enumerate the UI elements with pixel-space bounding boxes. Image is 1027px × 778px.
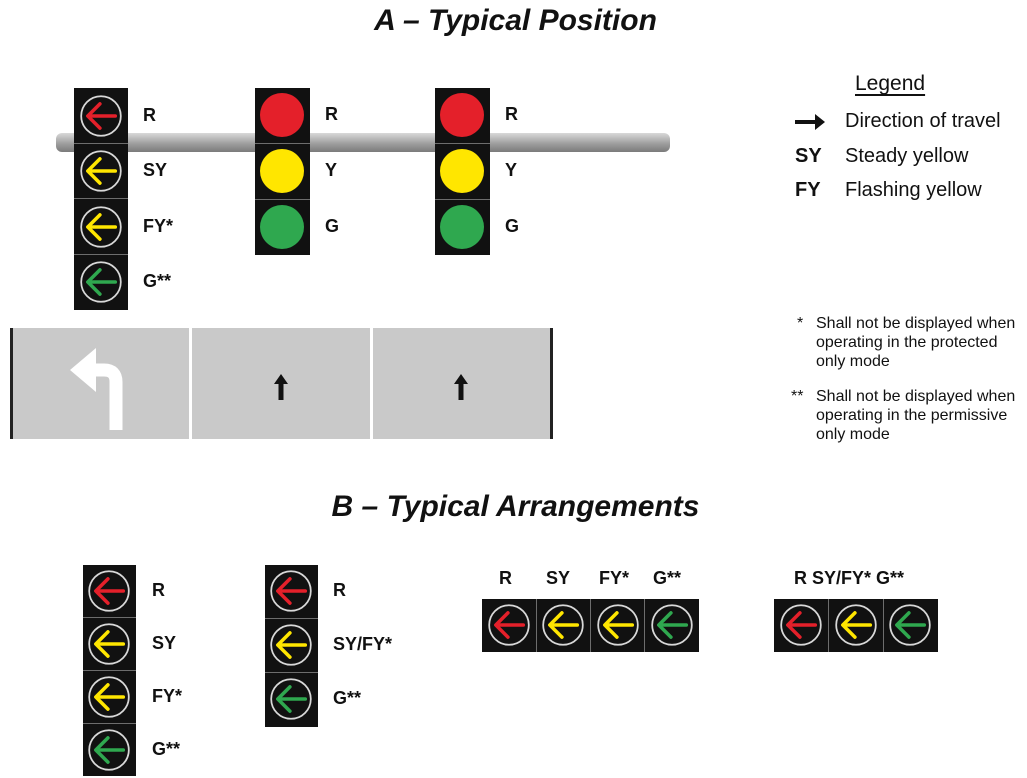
left-arrow-icon (889, 604, 931, 646)
legend-item-sy: SY Steady yellow (795, 145, 969, 167)
roadway (10, 328, 553, 439)
signal-label: G** (143, 270, 172, 291)
lens-divider (644, 599, 646, 652)
signal-lens-red (440, 93, 484, 137)
lens-divider (265, 672, 318, 673)
left-arrow-icon (488, 604, 530, 646)
left-arrow-icon (88, 623, 130, 665)
signal-label: SY (152, 633, 177, 653)
signal-label: G (505, 216, 520, 236)
signal-lens-green (440, 205, 484, 249)
lens-divider (74, 253, 128, 255)
left-arrow-icon (80, 95, 122, 137)
mast-arm-pole (56, 133, 670, 152)
legend-item-direction: Direction of travel (795, 110, 1001, 133)
lens-divider (435, 142, 490, 144)
signal-label: FY* (152, 686, 183, 706)
up-arrow-icon (274, 374, 288, 400)
signal-label: R (143, 105, 156, 125)
signal-label: SY/FY* (333, 634, 393, 654)
signal-label: SY (546, 568, 571, 588)
section-a-title: A – Typical Position (374, 4, 657, 37)
signal-label: R (325, 104, 338, 124)
signal-lens-red (260, 93, 304, 137)
legend-title: Legend (855, 72, 926, 95)
lens-divider (74, 143, 128, 145)
left-arrow-icon (542, 604, 584, 646)
left-arrow-icon (651, 604, 693, 646)
road-edge-left (10, 328, 13, 439)
left-arrow-icon (88, 570, 130, 612)
signal-label: Y (505, 160, 518, 180)
left-arrow-icon (834, 604, 877, 646)
left-arrow-icon (88, 729, 130, 771)
signal-lens-green (260, 205, 304, 249)
signal-label: Y (325, 160, 338, 180)
lens-divider (255, 198, 310, 200)
lens-divider (590, 599, 592, 652)
left-arrow-icon (270, 624, 312, 666)
signal-label: SY (143, 160, 168, 181)
arrangement-horizontal-three-label: R SY/FY* G** (794, 568, 905, 588)
lens-divider (265, 618, 318, 619)
section-b-title: B – Typical Arrangements (331, 490, 700, 523)
lens-divider (435, 198, 490, 200)
lane-line-2 (370, 328, 373, 439)
lane-line-1 (189, 328, 192, 439)
lens-divider (74, 198, 128, 200)
signal-lens-yellow (260, 149, 304, 193)
road-edge-right (550, 328, 553, 439)
left-arrow-icon (270, 570, 312, 612)
left-arrow-icon (80, 205, 122, 248)
signal-label: R (499, 568, 512, 588)
lens-divider (83, 617, 136, 618)
signal-label: G (325, 216, 340, 236)
signal-label: G** (653, 568, 682, 588)
signal-lens-yellow (440, 149, 484, 193)
left-arrow-icon (80, 261, 122, 303)
signal-label: G** (333, 688, 362, 708)
signal-label: R (333, 580, 346, 600)
signal-label: R (505, 104, 518, 124)
signal-label: R (152, 580, 165, 600)
lens-divider (83, 670, 136, 671)
footnote-single-star: * Shall not be displayed when operating … (797, 315, 1016, 370)
lens-divider (828, 599, 829, 652)
footnote-double-star: ** Shall not be displayed when operating… (791, 388, 1016, 443)
left-arrow-icon (88, 676, 130, 718)
left-arrow-icon (80, 150, 122, 192)
signal-label: FY* (143, 215, 174, 236)
up-arrow-icon (454, 374, 468, 400)
left-arrow-icon (596, 604, 639, 646)
signal-label: G** (152, 739, 181, 759)
left-arrow-icon (780, 604, 822, 646)
left-turn-arrow-icon (66, 342, 146, 432)
lens-divider (83, 723, 136, 724)
legend-item-fy: FY Flashing yellow (795, 179, 982, 201)
lens-divider (882, 599, 884, 652)
signal-label: FY* (599, 568, 630, 588)
lens-divider (535, 599, 537, 652)
lens-divider (255, 142, 310, 144)
right-arrow-icon (795, 113, 831, 130)
left-arrow-icon (270, 678, 312, 720)
